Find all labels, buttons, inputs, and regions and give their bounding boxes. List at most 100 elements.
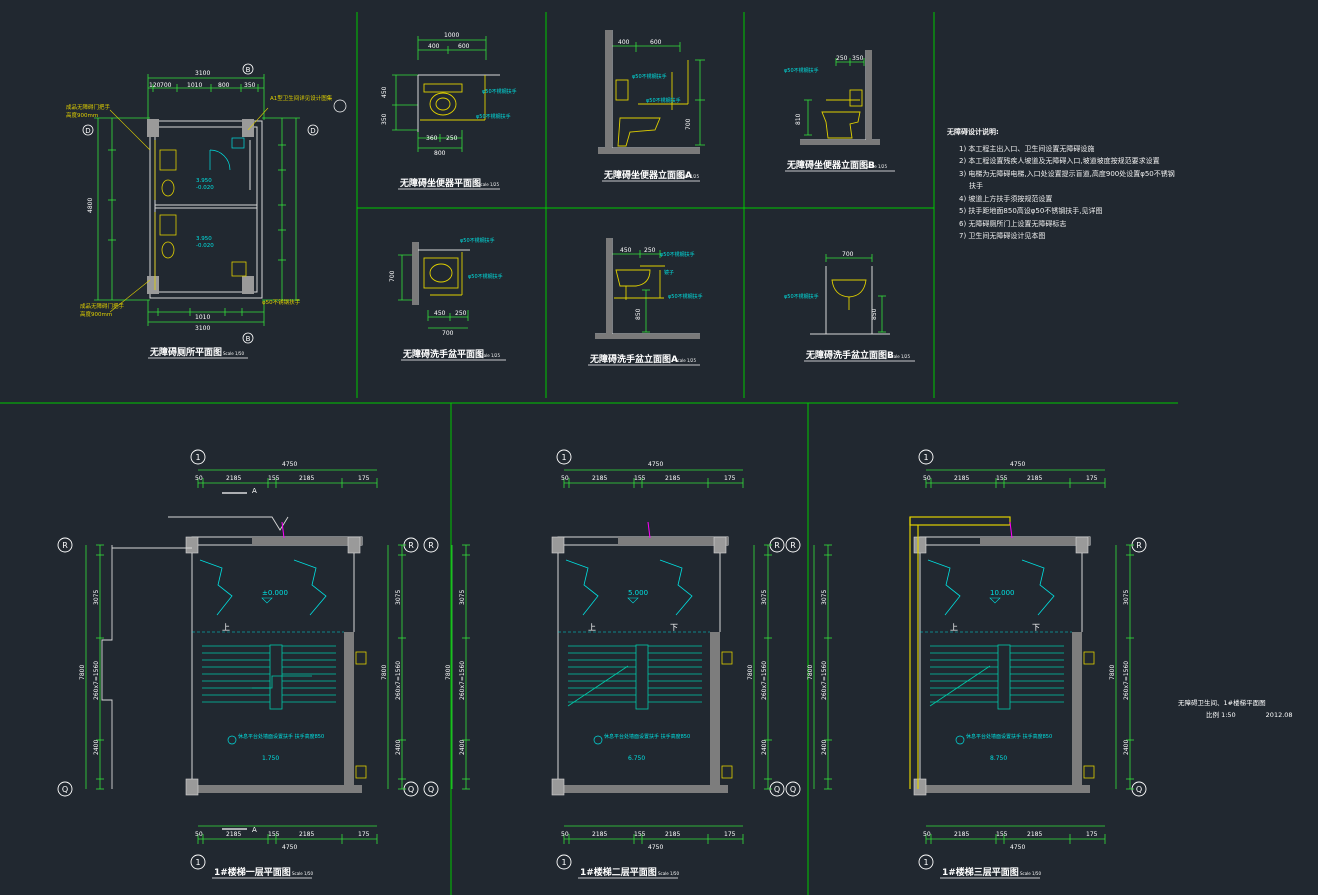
window <box>355 765 367 779</box>
handrail <box>997 644 1011 710</box>
up-label: 上 <box>222 623 230 632</box>
elev-b-250: 250 <box>836 55 848 62</box>
axis-d-left: D <box>85 127 90 135</box>
seat-elev-a-scale: Scale 1/25 <box>678 174 699 179</box>
dim-part: 2185 <box>226 475 241 482</box>
stair-treads <box>202 645 336 703</box>
basin-elev-a-scale: Scale 1/25 <box>675 358 696 363</box>
seat-dim-350: 350 <box>381 113 388 125</box>
dim-side: 7800 <box>381 665 388 680</box>
bottom-wall <box>558 785 728 793</box>
basin-elev-b-scale: Scale 1/25 <box>889 354 910 359</box>
elev-a-400: 400 <box>618 39 630 46</box>
basin-elev-b-title: 无障碍洗手盆立面图B <box>805 349 894 361</box>
toilet-level-1: 3.950 <box>196 178 212 184</box>
drawing-scale: 比例 1:50 <box>1206 711 1236 719</box>
up-label: 上 <box>588 623 596 632</box>
stair-plan-scale: Scale 1/50 <box>658 871 679 876</box>
stair-treads <box>568 645 702 703</box>
dim-part: 2185 <box>1027 831 1042 838</box>
dim-side: 7800 <box>747 665 754 680</box>
axis-label-q: Q <box>408 785 414 794</box>
door-swing <box>199 559 233 616</box>
axis-1-label: 1 <box>923 858 928 867</box>
dim-side: 3075 <box>821 590 828 605</box>
stair-treads <box>930 645 1064 703</box>
level-marker <box>627 597 639 604</box>
note-item-3: 3) 电梯为无障碍电梯,入口处设置提示盲道,高度900处设置φ50不锈钢扶手 <box>959 169 1175 191</box>
column <box>185 778 199 796</box>
dim-part: 175 <box>358 475 370 482</box>
axis-b-bottom: B <box>246 335 251 343</box>
note-bubble <box>955 735 965 745</box>
floor-level: ±0.000 <box>262 589 288 597</box>
seat-dim-400: 400 <box>428 43 440 50</box>
axis-label-q: Q <box>1136 785 1142 794</box>
toilet-plan: 3100 120 700 1010 800 350 3100 1010 4800… <box>66 63 347 359</box>
dim-mid: 260x7=1560 <box>395 661 402 700</box>
basin-a-250: 250 <box>644 247 656 254</box>
window <box>1083 651 1095 665</box>
handrail <box>269 644 283 710</box>
stair-break <box>929 665 991 707</box>
axis-d-right: D <box>310 127 315 135</box>
axis-label-r: R <box>774 541 780 550</box>
axis-label-q: Q <box>428 785 434 794</box>
note-item-4: 4) 坡道上方扶手须按规范设置 <box>959 194 1053 203</box>
dim-part: 2185 <box>954 475 969 482</box>
dim-part: 175 <box>724 831 736 838</box>
dim-side: 2400 <box>459 740 466 755</box>
stair-plan-scale: Scale 1/50 <box>1020 871 1041 876</box>
sheet-border-lines <box>0 12 1178 895</box>
elev-a-700: 700 <box>685 118 692 130</box>
stair-plan-title: 1#楼梯二层平面图 <box>580 866 657 878</box>
dim-part: 2185 <box>665 475 680 482</box>
stair-plan-title: 1#楼梯一层平面图 <box>214 866 291 878</box>
column <box>551 536 565 554</box>
toilet-side-dim: 4800 <box>87 198 94 213</box>
axis-label-r: R <box>62 541 68 550</box>
basin-callout-2: φ50不锈钢扶手 <box>468 273 503 280</box>
dim-total: 4750 <box>282 461 297 468</box>
seat-elev-b-title: 无障碍坐便器立面图B <box>786 159 875 171</box>
right-wall <box>710 632 720 793</box>
axis-1-bubble <box>556 449 572 465</box>
section-a-top: A <box>252 487 257 495</box>
elev-a-callout: φ50不锈钢扶手 <box>632 73 667 80</box>
toilet-level-3: 3.950 <box>196 236 212 242</box>
elev-b-810: 810 <box>795 113 802 125</box>
axis-1-bubble <box>918 854 934 870</box>
elev-b-callout: φ50不锈钢扶手 <box>784 67 819 74</box>
callout-handle-top-2: 高度900mm <box>66 111 98 119</box>
basin-a-callout-2: 镜子 <box>664 269 674 276</box>
top-break <box>168 516 289 531</box>
axis-bubble-q <box>57 781 73 797</box>
toilet-plan-scale: Scale 1/50 <box>223 351 244 356</box>
right-wall <box>344 632 354 793</box>
axis-1-bubble <box>190 854 206 870</box>
dim-side: 7800 <box>1109 665 1116 680</box>
down-label: 下 <box>670 623 678 632</box>
basin-dim-side: 700 <box>389 270 396 282</box>
axis-bubble-r <box>785 537 801 553</box>
axis-b-top: B <box>246 66 251 74</box>
dim-part: 175 <box>724 475 736 482</box>
axis-1-label: 1 <box>195 453 200 462</box>
axis-label-q: Q <box>62 785 68 794</box>
design-notes: 无障碍设计说明: 1) 本工程主出入口、卫生间设置无障碍设施 2) 本工程设置残… <box>947 126 1177 243</box>
axis-label-q: Q <box>774 785 780 794</box>
bottom-wall <box>192 785 362 793</box>
toilet-bottom-dim: 3100 <box>195 325 210 332</box>
dim-part: 50 <box>561 475 569 482</box>
level-marker <box>261 597 273 604</box>
dim-total: 4750 <box>648 461 663 468</box>
axis-label-r: R <box>1136 541 1142 550</box>
window <box>355 651 367 665</box>
seat-plan-scale: Scale 1/25 <box>478 182 499 187</box>
note-bubble <box>593 735 603 745</box>
basin-elev-a-title: 无障碍洗手盆立面图A <box>589 353 678 365</box>
window <box>1083 765 1095 779</box>
